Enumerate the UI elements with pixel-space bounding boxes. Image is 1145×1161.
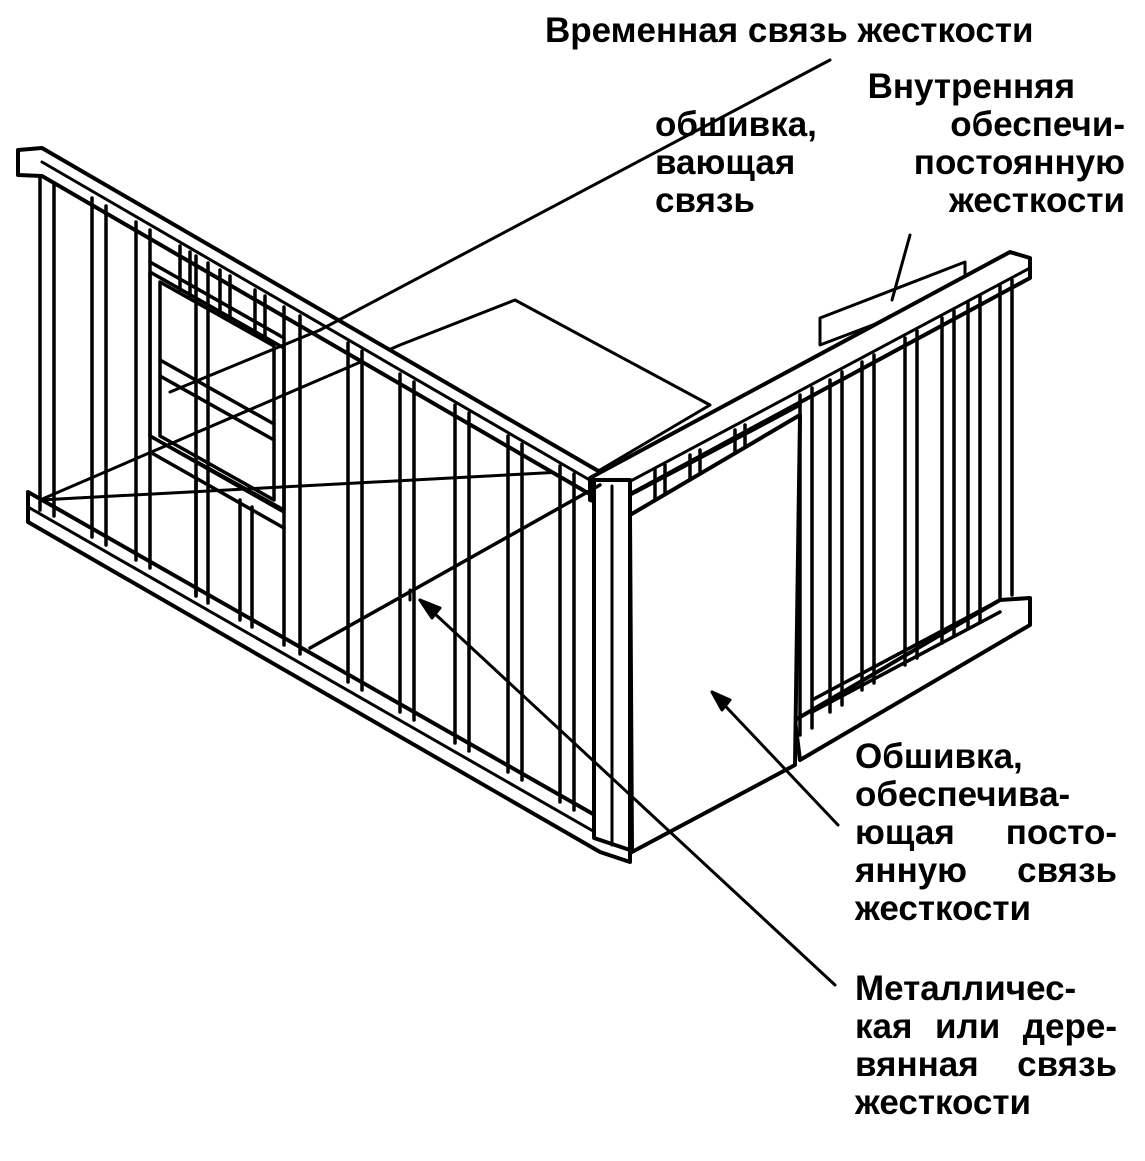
right-studs (798, 278, 1014, 737)
left-bottom-plate (26, 490, 632, 864)
label-inner-sheathing: Внутренняя обшивка, обеспечи- вающая пос… (655, 67, 1125, 220)
structural-sheathing-panel (628, 413, 802, 854)
left-wall (16, 146, 632, 864)
temporary-bracing (318, 58, 832, 332)
diagonal-brace (308, 483, 602, 650)
window-frame (148, 244, 286, 629)
label-metal-or-wood-bracing: Металличес- кая или дере- вянная связь ж… (855, 969, 1117, 1122)
leader-lines (408, 233, 912, 987)
label-sheathing: Обшивка, обеспечива- ющая посто- янную с… (855, 737, 1117, 928)
right-wall (588, 250, 1032, 854)
label-temporary-bracing: Временная связь жесткости (545, 11, 1034, 50)
right-top-plate (588, 250, 1032, 507)
